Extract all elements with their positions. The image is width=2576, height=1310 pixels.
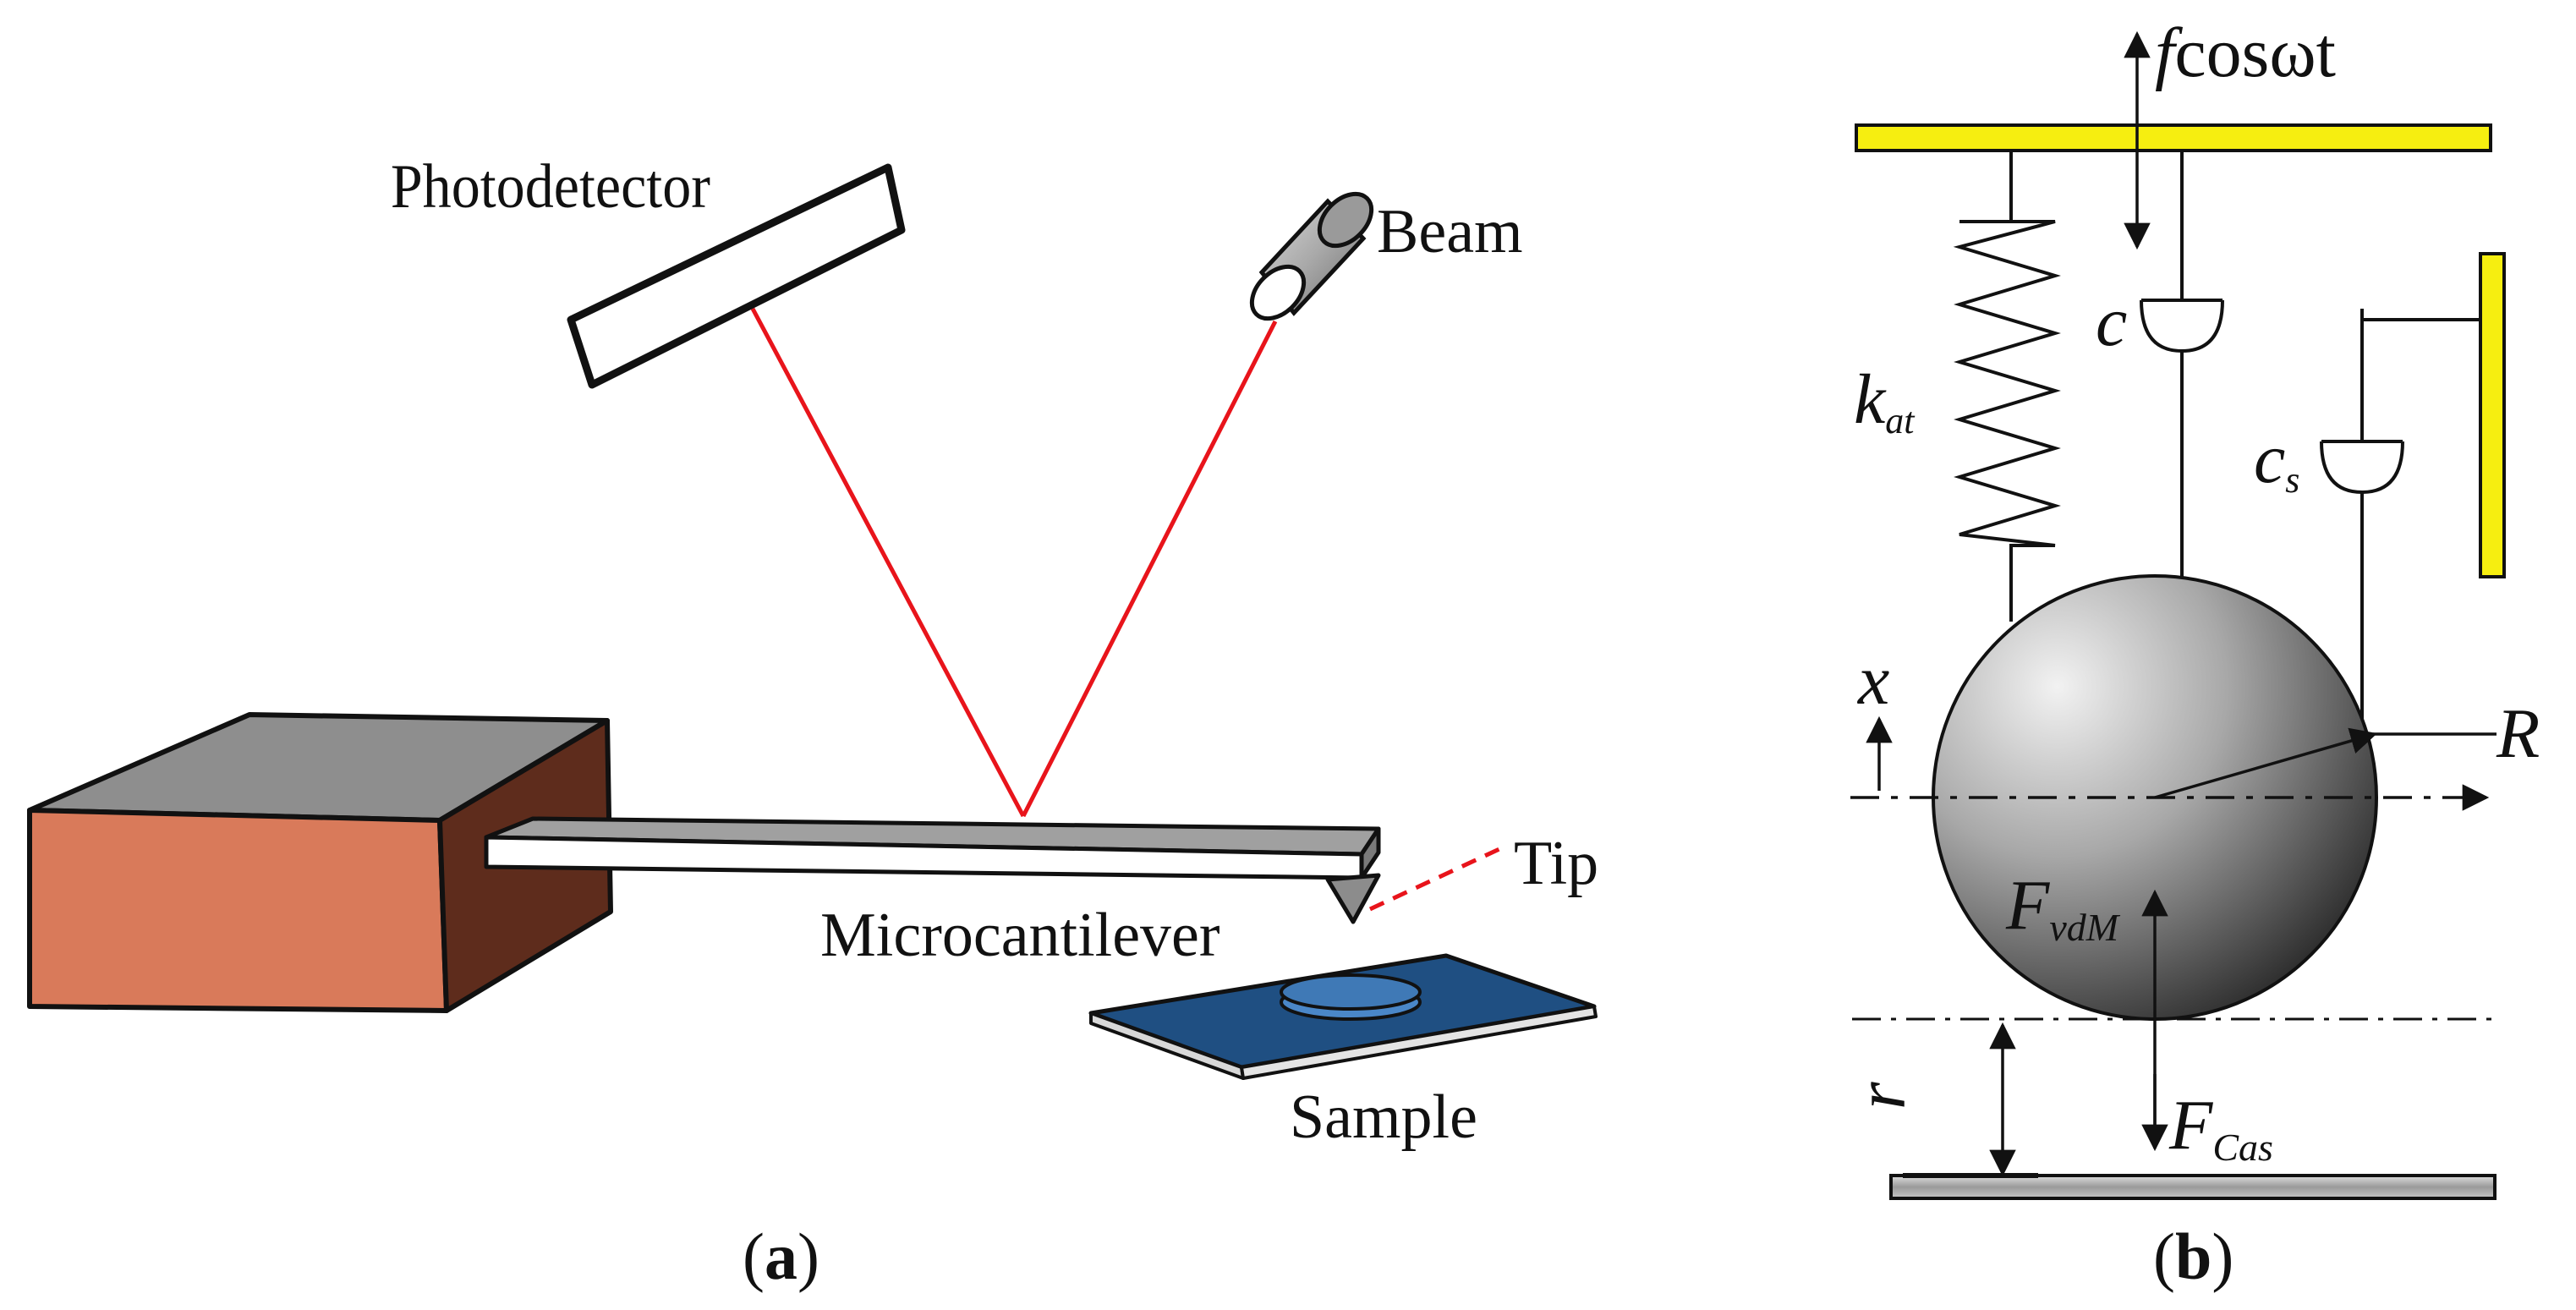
- panel-a: Photodetector Beam Tip Microcantilever S…: [27, 152, 1598, 1293]
- tip-pointer-dashed: [1368, 846, 1503, 912]
- panel-b-caption: (b): [2153, 1220, 2233, 1293]
- label-damper-cs: cs: [2254, 419, 2299, 501]
- label-damper-c: c: [2096, 282, 2127, 361]
- label-microcantilever: Microcantilever: [820, 901, 1220, 970]
- label-beam: Beam: [1377, 197, 1523, 266]
- label-gap-r: r: [1842, 1082, 1921, 1110]
- label-force-vdm: FvdM: [2005, 866, 2121, 949]
- beam-source-icon: [1249, 191, 1374, 321]
- label-photodetector: Photodetector: [391, 152, 710, 221]
- radius-leader: [2154, 727, 2378, 799]
- photodetector-block: [567, 163, 906, 389]
- spring-icon: [1953, 151, 2061, 622]
- laser-reflected-line: [750, 307, 1026, 818]
- label-force-cas: FCas: [2168, 1086, 2273, 1169]
- label-x: x: [1856, 641, 1889, 720]
- cantilever-base-block: [27, 712, 613, 1013]
- damper-cs-icon: [2320, 309, 2480, 723]
- laser-incident-line: [1021, 320, 1278, 818]
- microcantilever-beam: [484, 816, 1381, 924]
- label-tip: Tip: [1514, 829, 1598, 898]
- label-sample: Sample: [1290, 1083, 1477, 1152]
- damper-c-icon: [2140, 151, 2224, 579]
- panel-b: fcosωt c kat cs x R FvdM r FCas (b): [1842, 14, 2540, 1293]
- panel-a-caption: (a): [743, 1220, 819, 1293]
- sample-stage: [1088, 953, 1598, 1080]
- label-excitation: fcosωt: [2155, 14, 2336, 92]
- ground-plate: [1889, 1174, 2497, 1200]
- label-radius-R: R: [2496, 694, 2540, 773]
- cantilever-tip: [1325, 873, 1381, 924]
- side-wall: [2479, 252, 2506, 578]
- top-plate: [1855, 123, 2492, 152]
- label-spring-k: kat: [1854, 360, 1916, 441]
